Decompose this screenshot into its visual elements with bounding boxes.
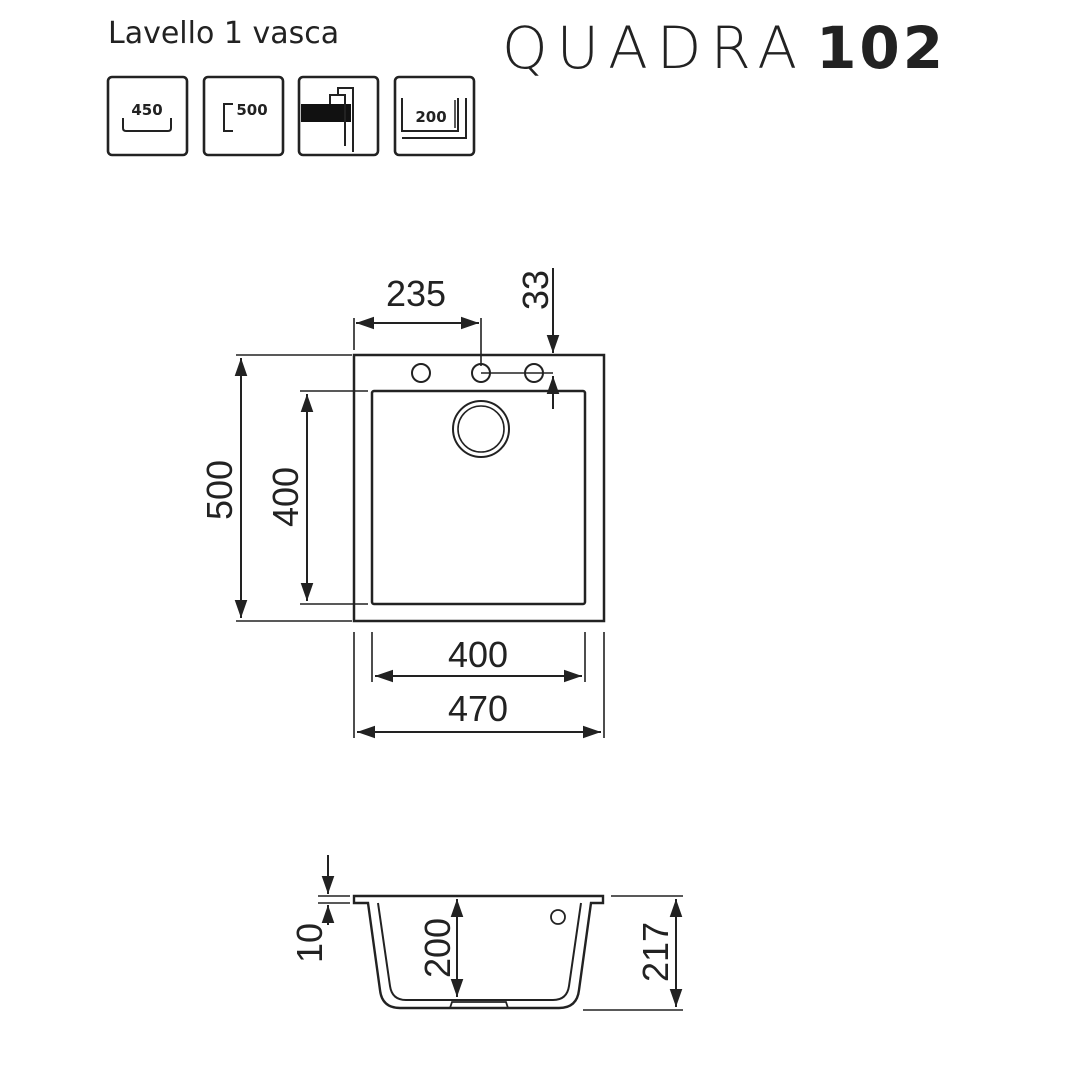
side-view-dimensions: 10 200 217 [289, 918, 676, 982]
drain-icon [452, 400, 510, 458]
sink-section-outer [352, 894, 605, 1010]
overflow-hole-icon [550, 909, 566, 925]
dim-bowl-width: 400 [448, 634, 508, 675]
dim-bowl-height: 400 [265, 467, 306, 527]
dim-bowl-depth: 200 [417, 918, 458, 978]
side-view [318, 855, 683, 1011]
feature-icons: 450 500 200 [106, 75, 476, 157]
dim-outer-height: 500 [199, 460, 240, 520]
tap-hole-icon [411, 363, 431, 383]
feature-label: 450 [131, 101, 162, 119]
bowl-outline [370, 389, 587, 606]
cabinet-depth-icon: 500 [202, 75, 285, 157]
product-subtitle: Lavello 1 vasca [108, 16, 340, 51]
feature-label: 500 [236, 101, 267, 119]
dim-rim-thickness: 10 [289, 923, 330, 963]
dim-tap-offset: 235 [386, 273, 446, 314]
brand-name: QUADRA [502, 14, 807, 82]
feature-label: 200 [415, 108, 446, 126]
sink-outline [352, 353, 606, 623]
dim-hole-offset: 33 [515, 270, 556, 310]
mounting-type-icon [297, 75, 380, 157]
model-number: 102 [816, 14, 947, 82]
dim-outer-width: 470 [448, 688, 508, 729]
sink-section-inner [377, 902, 582, 1001]
top-view-dimensions: 235 33 500 400 400 470 [199, 270, 556, 729]
bowl-depth-icon: 200 [393, 75, 476, 157]
bowl-width-icon: 450 [106, 75, 189, 157]
top-view [234, 268, 606, 739]
dim-total-depth: 217 [635, 922, 676, 982]
